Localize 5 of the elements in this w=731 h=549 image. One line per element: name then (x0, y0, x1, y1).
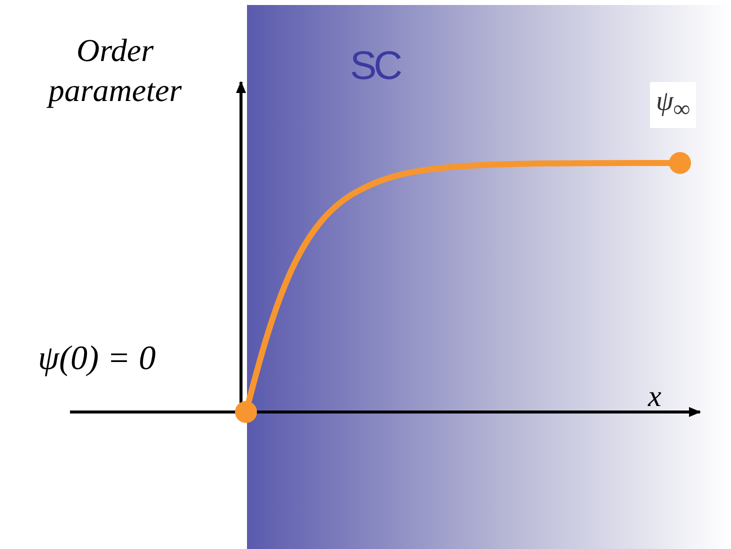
symbol-label: ψ$_{∞}$ (650, 82, 696, 128)
axis-label: Order parameter (46, 31, 183, 110)
boundary-condition-label: ψ(0) = 0 (38, 340, 156, 378)
region-label: SC (350, 44, 400, 89)
axis-label: x (648, 380, 662, 414)
